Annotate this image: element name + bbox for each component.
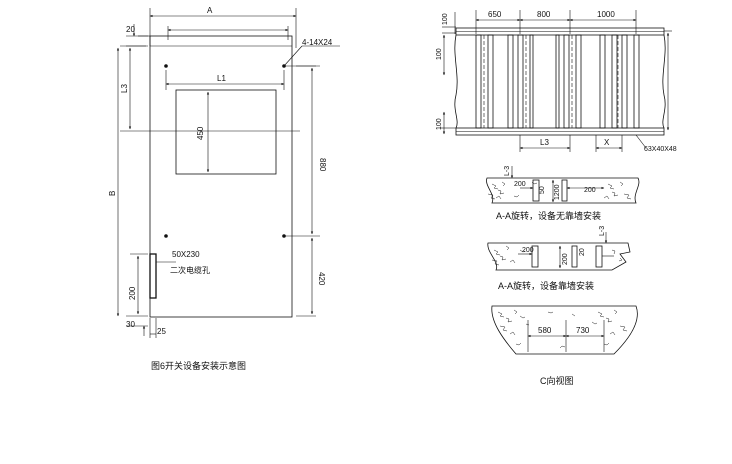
dim-a: A: [207, 6, 213, 15]
section-1-dim-50: 50: [539, 186, 546, 194]
dim-b: B: [108, 191, 117, 196]
dim-200: 200: [128, 286, 137, 300]
section-2-wall: L-3 200 200 20 A-A旋转，设备靠墙安装: [487, 226, 631, 291]
dim-30: 30: [126, 320, 135, 329]
dim-1000: 1000: [597, 10, 615, 19]
cable-hole-size: 50X230: [172, 250, 200, 259]
section-2-mark: L-3: [599, 226, 606, 236]
dim-25: 25: [157, 327, 166, 336]
dim-800: 800: [537, 10, 551, 19]
cable-hole-label: 二次电缆孔: [170, 265, 210, 275]
dim-l3-plan: L3: [540, 138, 549, 147]
section-2-caption: A-A旋转，设备靠墙安装: [498, 280, 594, 291]
section-1-dim-200-right: 200: [584, 187, 596, 194]
dim-l3: L3: [120, 84, 129, 93]
section-1-mark: L-3: [504, 166, 511, 176]
section-1-dim-1200: 1200: [554, 184, 561, 200]
section-3-caption: C向视图: [540, 375, 574, 386]
dim-20: 20: [126, 25, 135, 34]
section-3-dim-580: 580: [538, 326, 552, 335]
section-2-dim-200-left: 200: [522, 247, 534, 254]
hole-note: 4-14X24: [302, 38, 333, 47]
plan-view: 650 800 1000 100 100 100: [436, 10, 677, 153]
section-3-dim-730: 730: [576, 326, 590, 335]
section-1-no-wall: L-3 200 50 1200 200 A-A旋转，设备无靠墙安装: [486, 166, 640, 221]
section-2-dim-20: 20: [579, 248, 586, 256]
section-1-caption: A-A旋转，设备无靠墙安装: [496, 210, 601, 221]
section-3-c-view: 580 730 C向视图: [491, 305, 638, 386]
section-2-dim-200-mid: 200: [562, 253, 569, 265]
dim-420: 420: [317, 272, 326, 286]
dim-x: X: [604, 138, 610, 147]
dim-l1: L1: [217, 74, 226, 83]
dim-100-left: 100: [436, 48, 443, 60]
dim-880: 880: [318, 158, 327, 172]
dim-650: 650: [488, 10, 502, 19]
main-caption: 图6开关设备安装示意图: [151, 360, 246, 371]
cabinet-outline: [149, 35, 293, 318]
cable-hole: [149, 253, 157, 299]
channel-steel-group: [475, 34, 640, 129]
steel-spec: 63X40X48: [644, 146, 677, 153]
dim-450: 450: [196, 126, 205, 140]
dim-100-bottom: 100: [436, 118, 443, 130]
main-cabinet-drawing: A 20 4-14X24 L1 450: [108, 6, 340, 371]
dim-100-top: 100: [442, 13, 449, 25]
section-1-dim-200-left: 200: [514, 181, 526, 188]
floor-opening: [175, 89, 277, 175]
